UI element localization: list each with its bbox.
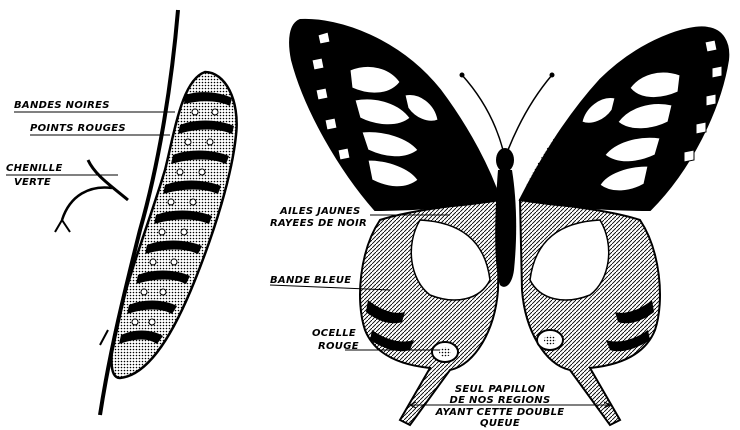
label-yellow-wings-line1: AILES JAUNES [280, 206, 360, 217]
label-eyespot-line2: ROUGE [318, 341, 359, 352]
label-blue-band: BANDE BLEUE [270, 275, 351, 286]
label-red-dots: POINTS ROUGES [30, 123, 126, 134]
caterpillar-body [112, 72, 237, 378]
label-caterpillar-line1: CHENILLE [6, 163, 63, 174]
label-tail-line3: AYANT CETTE DOUBLE [430, 407, 570, 418]
label-caterpillar-line2: VERTE [14, 177, 51, 188]
label-black-bands: BANDES NOIRES [14, 100, 110, 111]
label-tail-line4: QUEUE [450, 418, 550, 429]
label-tail-line2: DE NOS REGIONS [440, 395, 560, 406]
butterfly-left-forewing [290, 20, 500, 210]
label-tail-line1: SEUL PAPILLON [440, 384, 560, 395]
label-yellow-wings-line2: RAYEES DE NOIR [270, 218, 367, 229]
label-eyespot-line1: OCELLE [312, 328, 356, 339]
butterfly-right-forewing [520, 27, 728, 210]
